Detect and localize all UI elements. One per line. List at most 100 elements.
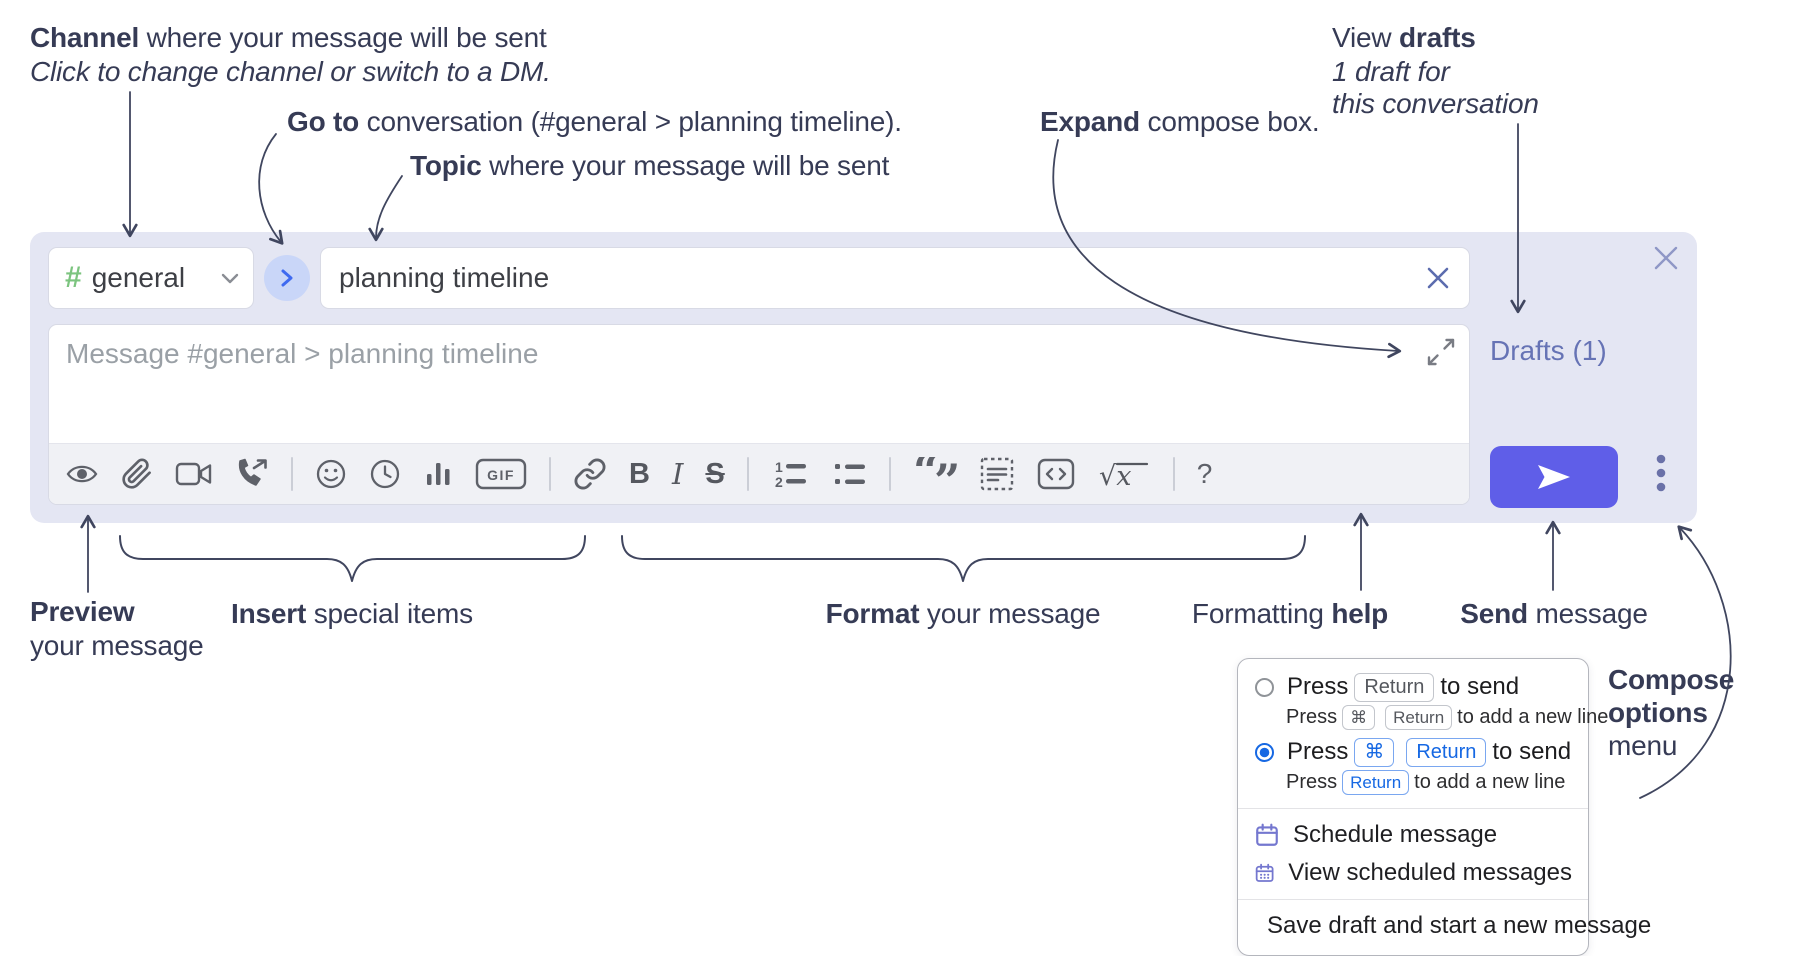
annotation-formatting-help: Formatting help: [1192, 598, 1388, 630]
topic-arrow: [368, 175, 403, 242]
annotation-insert-rest: special items: [306, 598, 473, 629]
drafts-link[interactable]: Drafts (1): [1490, 335, 1607, 366]
chevron-down-icon: [221, 273, 239, 283]
clock-icon: [370, 459, 400, 489]
audio-call-button[interactable]: [235, 458, 269, 490]
kbd-cmd: ⌘: [1342, 705, 1376, 731]
annotation-compose-options-line1: Compose: [1608, 664, 1735, 695]
toolbar-divider: [291, 457, 293, 491]
preview-button[interactable]: [65, 459, 99, 489]
send-button[interactable]: [1490, 446, 1618, 508]
annotation-expand: Expand compose box.: [1040, 106, 1320, 138]
annotation-send: Send message: [1460, 598, 1648, 630]
channel-selector[interactable]: # general: [48, 247, 254, 309]
bulleted-list-icon: [834, 464, 865, 484]
expand-compose-button[interactable]: [1426, 337, 1456, 367]
annotation-view-drafts-bold: drafts: [1398, 22, 1476, 53]
goto-arrow: [258, 133, 284, 245]
bar-chart-icon: [427, 463, 450, 485]
clear-topic-icon[interactable]: [1425, 265, 1451, 291]
annotation-compose-options-line3: menu: [1608, 730, 1678, 761]
quote-icon: “ ”: [913, 457, 957, 491]
annotation-view-drafts: View drafts: [1332, 22, 1476, 54]
radio-unselected-icon[interactable]: [1254, 677, 1275, 698]
bulleted-list-button[interactable]: [831, 458, 867, 490]
compose-close-button[interactable]: [1652, 244, 1680, 272]
video-call-button[interactable]: [175, 459, 213, 489]
annotation-formatting-help-pre: Formatting: [1191, 598, 1332, 629]
insert-brace: [119, 535, 586, 582]
svg-text:2: 2: [775, 474, 783, 490]
toolbar-divider: [746, 457, 749, 491]
bold-button[interactable]: B: [629, 457, 650, 490]
numbered-list-button[interactable]: 1 2: [771, 458, 809, 490]
message-placeholder: Message #general > planning timeline: [66, 338, 539, 369]
time-button[interactable]: [369, 458, 401, 490]
message-input[interactable]: Message #general > planning timeline: [48, 324, 1470, 505]
svg-text:√x: √x: [1099, 461, 1131, 491]
code-icon: [1037, 458, 1074, 490]
math-button[interactable]: √x: [1097, 457, 1151, 491]
gif-button[interactable]: GIF: [475, 457, 527, 491]
format-brace: [621, 535, 1306, 582]
compose-options-button[interactable]: [1656, 454, 1666, 494]
menu-item-schedule-message[interactable]: Schedule message: [1238, 816, 1588, 854]
quote-button[interactable]: “ ”: [913, 457, 957, 491]
annotation-topic: Topic where your message will be sent: [410, 150, 889, 182]
menu-divider: [1238, 808, 1588, 810]
question-icon: ?: [1196, 458, 1213, 489]
svg-text:1: 1: [775, 459, 783, 475]
poll-button[interactable]: [423, 459, 453, 489]
code-button[interactable]: [1037, 457, 1075, 491]
numbered-list-icon: 1 2: [775, 459, 806, 490]
emoji-button[interactable]: [315, 458, 347, 490]
annotation-topic-bold: Topic: [410, 150, 482, 181]
compose-box: # general planning timeline Message #gen…: [30, 232, 1697, 523]
link-icon: [574, 458, 606, 490]
smiley-icon: [316, 459, 346, 489]
annotation-compose-options-line2: options: [1608, 697, 1708, 728]
kbd-return: Return: [1342, 770, 1410, 796]
annotation-insert: Insert special items: [231, 598, 473, 630]
strikethrough-button[interactable]: S: [705, 457, 725, 490]
topic-input-value: planning timeline: [339, 262, 550, 293]
annotation-send-bold: Send: [1460, 598, 1528, 629]
kbd-return: Return: [1354, 673, 1435, 703]
chevron-right-icon: [281, 269, 293, 287]
calendar-icon: [1256, 823, 1278, 847]
annotation-view-drafts-pre: View: [1332, 22, 1399, 53]
annotation-goto-rest: conversation (#general > planning timeli…: [359, 106, 902, 137]
help-button[interactable]: ?: [1197, 458, 1213, 490]
expand-icon: [1427, 338, 1455, 366]
annotation-preview-line2: your message: [30, 630, 204, 661]
menu-divider: [1238, 899, 1588, 901]
link-button[interactable]: [573, 457, 607, 491]
gif-icon: GIF: [475, 458, 527, 490]
topic-input[interactable]: planning timeline: [320, 247, 1470, 309]
toolbar-divider: [1172, 457, 1175, 491]
spoiler-button[interactable]: [979, 456, 1015, 492]
annotation-format: Format your message: [826, 598, 1101, 630]
attach-file-button[interactable]: [121, 458, 153, 490]
italic-button[interactable]: I: [671, 457, 684, 491]
annotation-channel-line2: Click to change channel or switch to a D…: [30, 56, 551, 87]
annotation-format-rest: your message: [919, 598, 1101, 629]
annotation-expand-bold: Expand: [1040, 106, 1140, 137]
menu-item-view-scheduled-messages[interactable]: View scheduled messages: [1238, 854, 1588, 892]
channel-name: general: [91, 262, 186, 293]
send-icon: [1538, 465, 1570, 489]
annotation-topic-rest: where your message will be sent: [481, 150, 890, 181]
annotation-goto: Go to conversation (#general > planning …: [287, 106, 902, 138]
eye-icon: [66, 465, 98, 483]
menu-item-save-draft[interactable]: Save draft and start a new message: [1238, 907, 1651, 945]
goto-conversation-button[interactable]: [264, 255, 310, 301]
radio-selected-icon[interactable]: [1254, 742, 1275, 763]
close-icon: [1654, 246, 1678, 270]
annotation-preview-bold: Preview: [30, 596, 135, 627]
annotation-channel: Channel where your message will be sent: [30, 22, 547, 54]
kbd-return: Return: [1385, 705, 1453, 731]
